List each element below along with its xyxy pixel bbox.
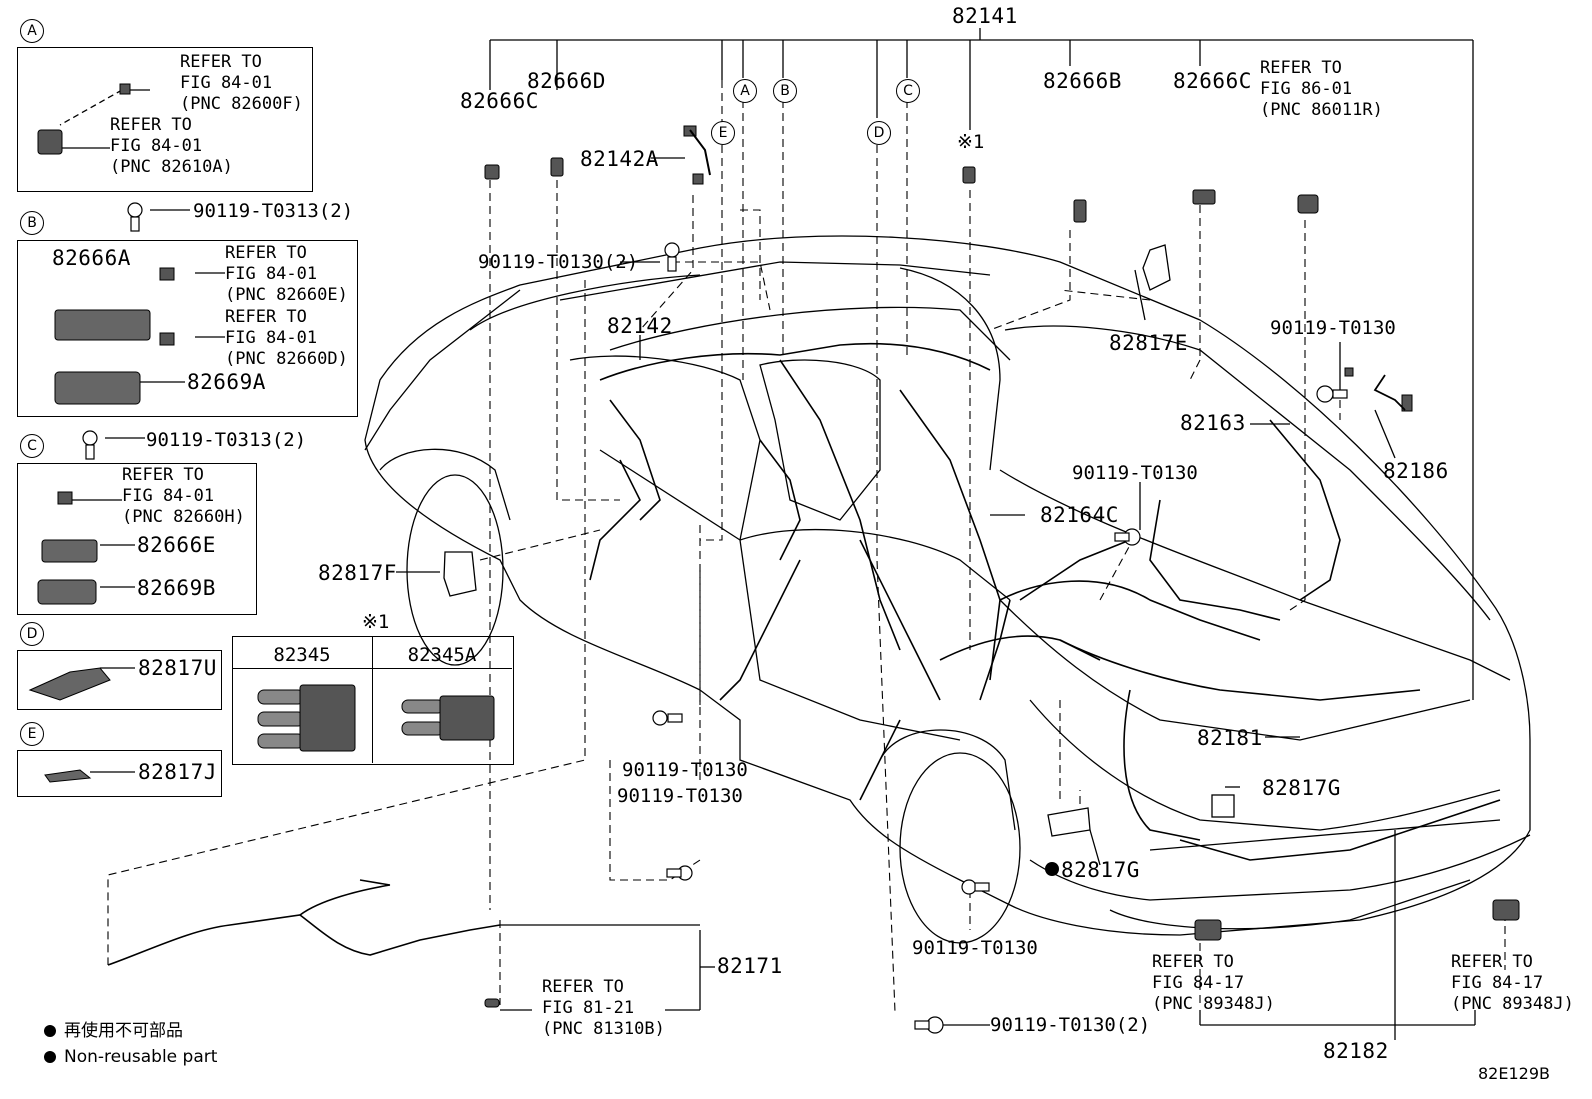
fuse-table <box>232 636 514 765</box>
label-ref-81: REFER TO FIG 81-21 (PNC 81310B) <box>542 977 665 1039</box>
inset-a-ref2: REFER TO FIG 84-01 (PNC 82610A) <box>110 115 233 177</box>
callout-d: D <box>867 121 891 145</box>
callout-b: B <box>773 79 797 103</box>
fuse-col2: 82345A <box>407 644 477 666</box>
inset-tag-e: E <box>20 722 44 746</box>
label-82142: 82142 <box>607 314 673 338</box>
front-wheel <box>406 474 504 666</box>
fuse-table-divider-v <box>372 636 373 763</box>
inset-a-ref1: REFER TO FIG 84-01 (PNC 82600F) <box>180 52 303 114</box>
callout-c: C <box>896 79 920 103</box>
label-82817g-a: 82817G <box>1262 776 1341 800</box>
inset-e-part: 82817J <box>138 760 217 784</box>
footer-code: 82E129B <box>1478 1064 1550 1083</box>
car-body-outline <box>364 235 1531 936</box>
label-82666c-left: 82666C <box>460 89 539 113</box>
non-reusable-mark <box>1045 862 1059 876</box>
label-82181: 82181 <box>1197 726 1263 750</box>
label-82186: 82186 <box>1383 459 1449 483</box>
label-82666d: 82666D <box>527 69 606 93</box>
inset-tag-d: D <box>20 622 44 646</box>
rear-wheel <box>899 752 1021 944</box>
label-82163: 82163 <box>1180 411 1246 435</box>
legend-bullet-jp <box>44 1025 56 1037</box>
title-part-82141: 82141 <box>952 4 1018 28</box>
label-screw-top: 90119-T0130(2) <box>478 251 639 273</box>
fuse-table-divider-h <box>232 668 512 669</box>
harness-82171 <box>107 914 501 966</box>
label-ref-84-17b: REFER TO FIG 84-17 (PNC 89348J) <box>1451 952 1574 1014</box>
label-82817f: 82817F <box>318 561 397 585</box>
label-screw-c2: 90119-T0130 <box>617 785 743 807</box>
inset-b-part2: 82669A <box>187 370 266 394</box>
inset-box-b <box>17 240 358 417</box>
fuse-col1: 82345 <box>273 644 331 666</box>
inset-box-c <box>17 463 257 615</box>
label-screw-mid: 90119-T0130 <box>1072 462 1198 484</box>
inset-c-part1: 82666E <box>137 533 216 557</box>
inset-tag-b: B <box>20 211 44 235</box>
inset-c-part2: 82669B <box>137 576 216 600</box>
label-82182: 82182 <box>1323 1039 1389 1063</box>
inset-tag-a: A <box>20 19 44 43</box>
label-82817g-b: 82817G <box>1061 858 1140 882</box>
label-82666c-right: 82666C <box>1173 69 1252 93</box>
inset-box-e <box>17 750 222 797</box>
label-82171: 82171 <box>717 954 783 978</box>
inset-b-part1: 82666A <box>52 246 131 270</box>
inset-b-ref2: REFER TO FIG 84-01 (PNC 82660D) <box>225 307 348 369</box>
inset-tag-c: C <box>20 434 44 458</box>
label-ref-86: REFER TO FIG 86-01 (PNC 86011R) <box>1260 58 1383 120</box>
callout-e: E <box>711 121 735 145</box>
label-screw-c1: 90119-T0130 <box>622 759 748 781</box>
label-screw-bottom: 90119-T0130(2) <box>990 1014 1151 1036</box>
inset-box-d <box>17 650 222 710</box>
inset-c-ref1: REFER TO FIG 84-01 (PNC 82660H) <box>122 465 245 527</box>
label-screw-r1: 90119-T0130 <box>1270 317 1396 339</box>
label-82164c: 82164C <box>1040 503 1119 527</box>
legend-bullet-en <box>44 1051 56 1063</box>
label-82817e: 82817E <box>1109 331 1188 355</box>
label-screw-wheel: 90119-T0130 <box>912 937 1038 959</box>
inset-c-screw: 90119-T0313(2) <box>146 429 307 451</box>
label-ref-84-17a: REFER TO FIG 84-17 (PNC 89348J) <box>1152 952 1275 1014</box>
inset-b-screw: 90119-T0313(2) <box>193 200 354 222</box>
inset-d-part: 82817U <box>138 656 217 680</box>
callout-a: A <box>733 79 757 103</box>
legend-en: Non-reusable part <box>64 1047 218 1067</box>
label-82666b: 82666B <box>1043 69 1122 93</box>
inset-b-ref1: REFER TO FIG 84-01 (PNC 82660E) <box>225 243 348 305</box>
label-note1: ※1 <box>957 131 985 153</box>
harness-82141 <box>589 342 1501 861</box>
fuse-note: ※1 <box>362 611 390 633</box>
legend-jp: 再使用不可部品 <box>64 1021 183 1041</box>
inset-box-a <box>17 47 313 192</box>
label-82142a: 82142A <box>580 147 659 171</box>
